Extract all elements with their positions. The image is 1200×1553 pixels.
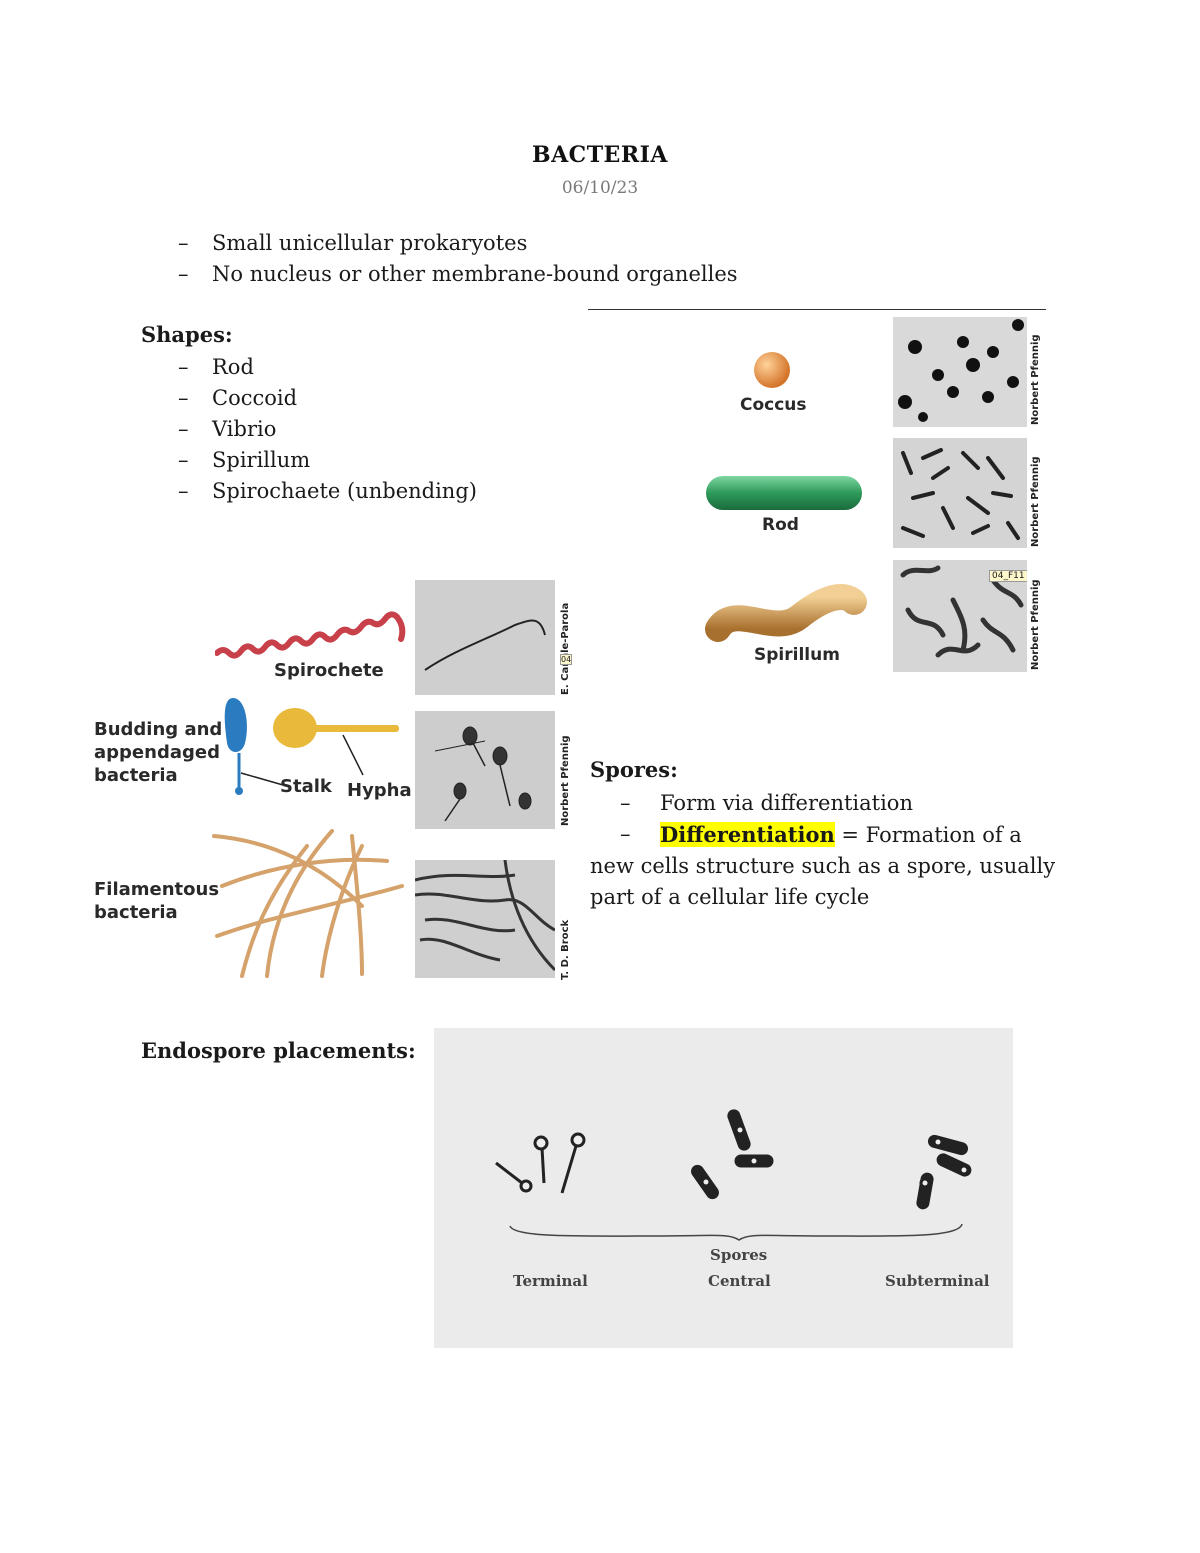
figure-tag: 04_F11	[989, 570, 1027, 582]
list-item: –No nucleus or other membrane-bound orga…	[178, 262, 738, 286]
bacteria-forms-figure: Spirochete E. Canale-Parola 04 Budding a…	[90, 578, 580, 980]
list-item: –Spirochaete (unbending)	[178, 479, 477, 503]
filamentous-illustration	[212, 829, 404, 978]
spores-list: –Form via differentiation –Differentiati…	[590, 788, 1070, 913]
budding-illustration	[224, 698, 399, 795]
shapes-list: –Rod –Coccoid –Vibrio –Spirillum –Spiroc…	[178, 352, 477, 507]
rod-label: Rod	[762, 515, 799, 535]
spirochete-micrograph	[415, 580, 555, 695]
hypha-label: Hypha	[347, 780, 412, 801]
coccus-illustration	[754, 352, 790, 388]
filamentous-micrograph	[415, 860, 555, 978]
spirillum-micrograph: 04_F11	[893, 560, 1027, 672]
budding-micrograph	[415, 711, 555, 829]
page-date: 06/10/23	[561, 178, 639, 198]
list-item: –Rod	[178, 355, 254, 379]
rod-micrograph	[893, 438, 1027, 548]
page-title: BACTERIA	[532, 142, 668, 168]
highlighted-term: Differentiation	[660, 822, 835, 847]
photo-credit: E. Canale-Parola	[560, 602, 571, 695]
list-item: –Small unicellular prokaryotes	[178, 231, 528, 255]
bacteria-shapes-figure: Coccus Norbert Pfennig Rod Norbert Pfenn…	[700, 315, 1046, 677]
rod-illustration	[706, 476, 862, 510]
spores-brace-label: Spores	[710, 1246, 768, 1264]
endospore-illustration	[495, 1109, 972, 1241]
endospore-figure: Spores Terminal Central Subterminal	[434, 1028, 1013, 1348]
shapes-heading: Shapes:	[141, 322, 233, 347]
filamentous-label: Filamentous bacteria	[94, 879, 220, 923]
photo-credit: Norbert Pfennig	[1030, 579, 1041, 670]
list-item: –Spirillum	[178, 448, 311, 472]
spirochete-label: Spirochete	[274, 660, 384, 681]
intro-list: –Small unicellular prokaryotes –No nucle…	[178, 228, 738, 290]
spirochete-illustration	[215, 611, 406, 659]
spores-heading: Spores:	[590, 757, 678, 782]
stalk-label: Stalk	[280, 776, 332, 797]
divider	[588, 309, 1046, 310]
photo-credit: Norbert Pfennig	[1030, 334, 1041, 425]
coccus-micrograph	[893, 317, 1027, 427]
budding-label: Budding and appendaged bacteria	[94, 719, 223, 786]
photo-credit: T. D. Brock	[560, 919, 571, 980]
list-item: –Vibrio	[178, 417, 277, 441]
coccus-label: Coccus	[740, 395, 807, 415]
photo-credit: Norbert Pfennig	[560, 735, 571, 826]
terminal-label: Terminal	[513, 1272, 588, 1290]
central-label: Central	[708, 1272, 771, 1290]
list-item: –Coccoid	[178, 386, 298, 410]
photo-credit: Norbert Pfennig	[1030, 456, 1041, 547]
spirillum-illustration	[705, 584, 867, 642]
subterminal-label: Subterminal	[885, 1272, 990, 1290]
endospore-heading: Endospore placements:	[141, 1038, 416, 1063]
figure-tag: 04	[560, 654, 573, 665]
spirillum-label: Spirillum	[754, 645, 840, 665]
list-item: –Form via differentiation	[620, 791, 913, 815]
list-item: –Differentiation = Formation of a new ce…	[590, 822, 1056, 909]
